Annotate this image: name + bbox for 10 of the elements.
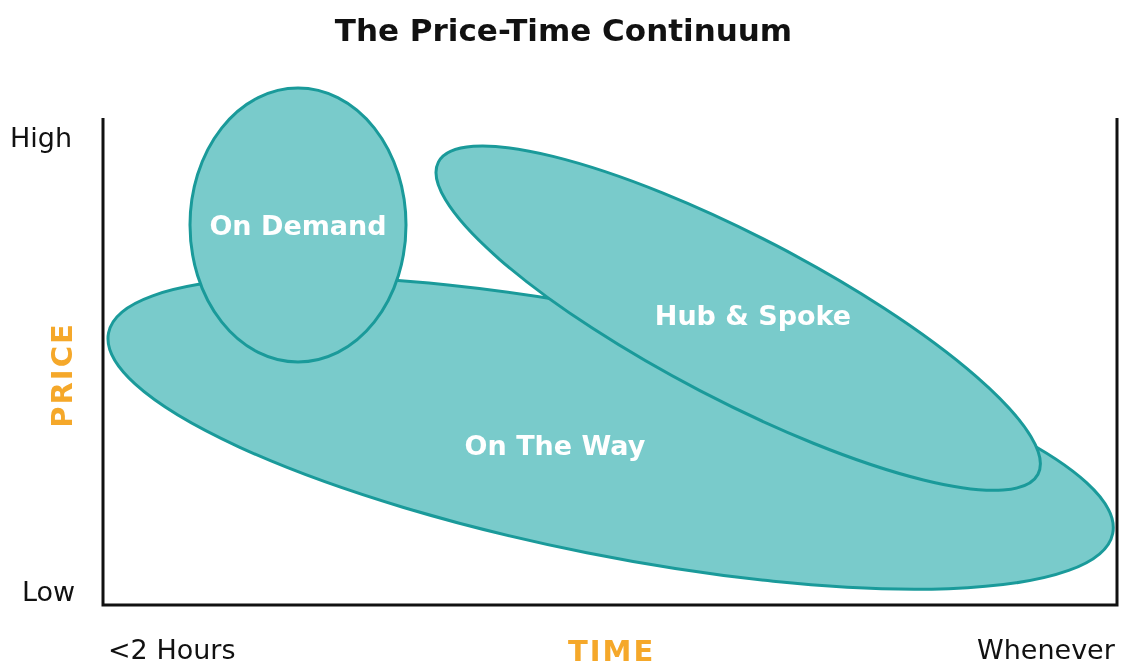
- title: The Price-Time Continuum: [333, 12, 794, 48]
- region-label: On The Way: [464, 429, 646, 461]
- region-label: Hub & Spoke: [654, 299, 852, 331]
- axis-tick-label: <2 Hours: [108, 634, 236, 664]
- axis-tick-label: Low: [22, 576, 76, 607]
- axis-title: PRICE: [45, 322, 79, 428]
- axis-title: TIME: [568, 634, 656, 664]
- region-label: On Demand: [209, 209, 387, 241]
- axis-tick-label: High: [10, 122, 73, 153]
- axis-tick-label: Whenever: [977, 634, 1115, 664]
